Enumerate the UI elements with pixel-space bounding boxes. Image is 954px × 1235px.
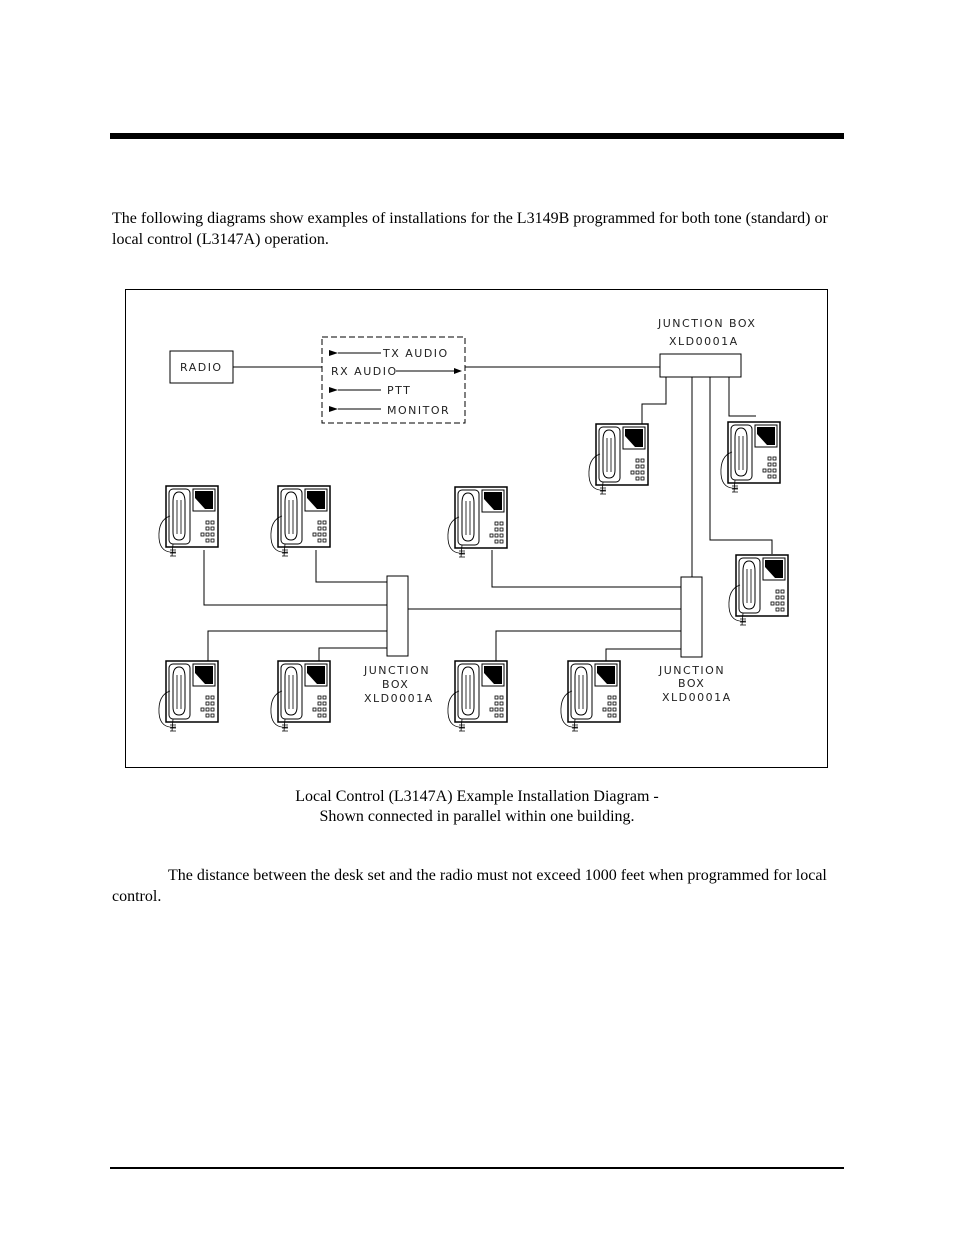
rx-audio-label: RX AUDIO — [331, 365, 398, 378]
junction-right-label-2: BOX — [678, 677, 705, 690]
wire-lower-left-1 — [207, 630, 387, 661]
junction-box-right — [680, 576, 703, 658]
desk-set-9 — [447, 660, 508, 732]
desk-set-4 — [270, 485, 331, 557]
junction-left-label-1: JUNCTION — [363, 664, 430, 677]
junction-box-top — [659, 353, 742, 378]
junction-left-label-2: BOX — [382, 678, 409, 691]
monitor-label: MONITOR — [387, 404, 450, 417]
radio-label: RADIO — [180, 361, 223, 374]
junction-left-label-3: XLD0001A — [364, 692, 434, 705]
distance-note: The distance between the desk set and th… — [112, 867, 827, 905]
desk-set-8 — [270, 660, 331, 732]
desk-set-1 — [588, 423, 649, 495]
intro-paragraph: The following diagrams show examples of … — [112, 210, 828, 248]
junction-right-label-1: JUNCTION — [658, 664, 725, 677]
junction-top-label-1: JUNCTION BOX — [657, 317, 756, 330]
wire-upper-mid — [491, 550, 681, 588]
wire-top-d — [728, 377, 756, 417]
desk-set-3 — [158, 485, 219, 557]
wire-upper-left-1 — [203, 550, 387, 606]
diagram-svg: RADIO TX AUDIO RX AUDIO PTT MONITOR JUNC… — [158, 317, 789, 732]
bottom-rule — [110, 1167, 844, 1169]
figure-caption: Local Control (L3147A) Example Installat… — [112, 787, 842, 827]
tx-audio-label: TX AUDIO — [382, 347, 449, 360]
wire-lower-right — [605, 648, 681, 661]
signal-box — [321, 336, 466, 424]
desk-set-6 — [728, 554, 789, 626]
wire-lower-mid — [495, 630, 681, 661]
radio-box — [169, 350, 234, 384]
wire-lower-left-2 — [318, 647, 387, 661]
wire-top-a — [641, 377, 667, 424]
desk-set-7 — [158, 660, 219, 732]
wire-top-c — [709, 377, 773, 554]
top-rule — [110, 133, 844, 139]
junction-box-left — [386, 575, 409, 657]
rx-arrow-head — [454, 368, 462, 374]
ptt-label: PTT — [387, 384, 411, 397]
junction-top-label-2: XLD0001A — [669, 335, 739, 348]
caption-line-2: Shown connected in parallel within one b… — [319, 808, 635, 825]
desk-set-5 — [447, 486, 508, 558]
wire-upper-left-2 — [315, 550, 387, 583]
installation-diagram: RADIO TX AUDIO RX AUDIO PTT MONITOR JUNC… — [125, 289, 828, 768]
caption-line-1: Local Control (L3147A) Example Installat… — [295, 788, 659, 805]
desk-set-10 — [560, 660, 621, 732]
desk-set-2 — [720, 421, 781, 493]
junction-right-label-3: XLD0001A — [662, 691, 732, 704]
